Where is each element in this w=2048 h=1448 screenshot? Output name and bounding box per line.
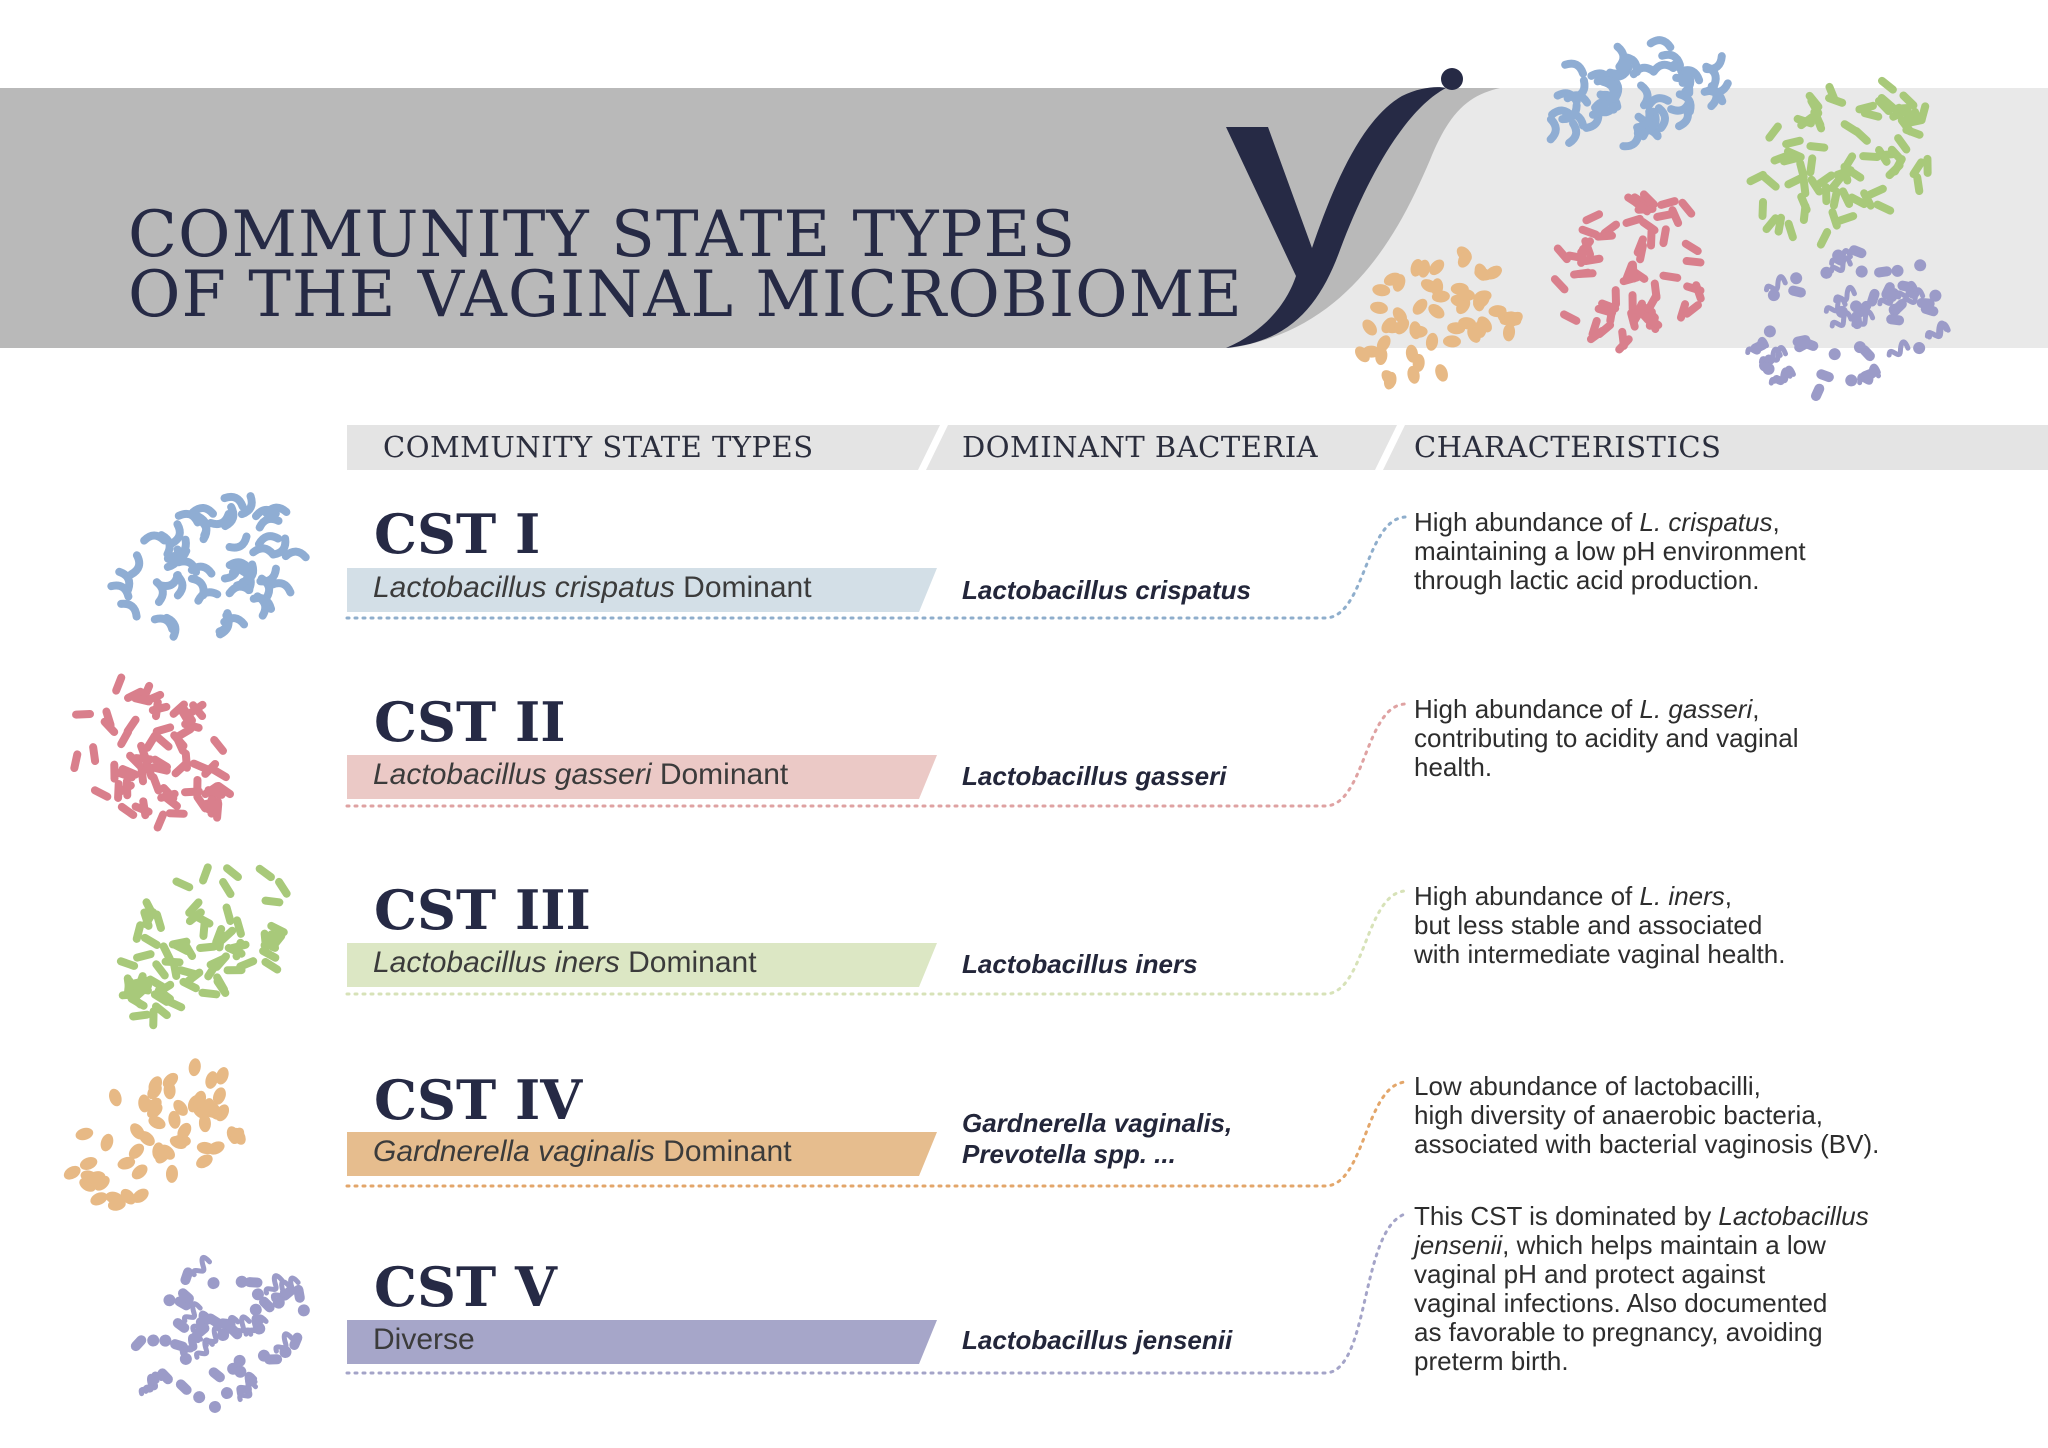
row-2-connector [345,702,1407,808]
page-title: COMMUNITY STATE TYPES OF THE VAGINAL MIC… [128,198,1243,332]
title-line-1: COMMUNITY STATE TYPES [128,198,1077,272]
cst-5-label: Diverse [373,1323,475,1356]
cst-1-dominant-bacteria: Lactobacillus crispatus [962,575,1251,605]
header-purple-cluster-icon [1745,245,1951,401]
cst-4-band [347,1132,937,1176]
cst-1-characteristics: High abundance of L. crispatus, maintain… [1414,507,1806,595]
row-4-connector [345,1080,1407,1188]
cst-1-cluster-icon [107,492,310,641]
cst-2-dominant-bacteria: Lactobacillus gasseri [962,761,1227,791]
cst-3-characteristics: High abundance of L. iners, but less sta… [1414,881,1786,969]
cst-4-label: Gardnerella vaginalis Dominant [373,1135,792,1168]
cst-5-band [347,1320,937,1364]
cst-2-cluster-icon [70,673,235,832]
cst-5-characteristics: This CST is dominated by Lactobacillus j… [1414,1201,1869,1376]
cst-2-title: CST II [374,690,566,754]
cst-5-dominant-bacteria: Lactobacillus jensenii [962,1325,1233,1355]
cst-4-cluster-icon [63,1058,246,1211]
title-line-2: OF THE VAGINAL MICROBIOME [128,258,1243,332]
cst-2-band [347,755,937,799]
cst-4-title: CST IV [374,1068,583,1132]
cst-2-characteristics: High abundance of L. gasseri, contributi… [1414,694,1799,782]
cst-2-label: Lactobacillus gasseri Dominant [373,758,789,791]
header-orange-cluster-icon [1355,246,1523,390]
row-3-connector [345,889,1407,996]
cst-5-cluster-icon [130,1254,310,1413]
column-header-characteristics: CHARACTERISTICS [1414,430,1722,464]
row-5-connector [345,1212,1407,1375]
cst-3-label: Lactobacillus iners Dominant [373,946,757,979]
column-header-bar [347,425,2048,470]
cst-1-label: Lactobacillus crispatus Dominant [373,571,812,604]
cst-4-characteristics: Low abundance of lactobacilli, high dive… [1414,1071,1880,1159]
cst-1-band [347,568,937,612]
cst-3-cluster-icon [116,863,291,1030]
cst-3-band [347,943,937,987]
column-header-community-state-types: COMMUNITY STATE TYPES [383,430,814,464]
header-pink-cluster-icon [1550,190,1705,354]
header-blue-cluster-icon [1546,36,1732,151]
cst-3-dominant-bacteria: Lactobacillus iners [962,949,1198,979]
header-green-cluster-icon [1746,76,1932,249]
column-header-dominant-bacteria: DOMINANT BACTERIA [962,430,1319,464]
cst-5-title: CST V [374,1255,557,1319]
cst-4-dominant-bacteria: Gardnerella vaginalis, Prevotella spp. .… [962,1108,1233,1169]
row-1-connector [345,515,1407,620]
cst-1-title: CST I [374,502,541,566]
cst-3-title: CST III [374,878,591,942]
brand-logo-icon [1226,68,1463,349]
